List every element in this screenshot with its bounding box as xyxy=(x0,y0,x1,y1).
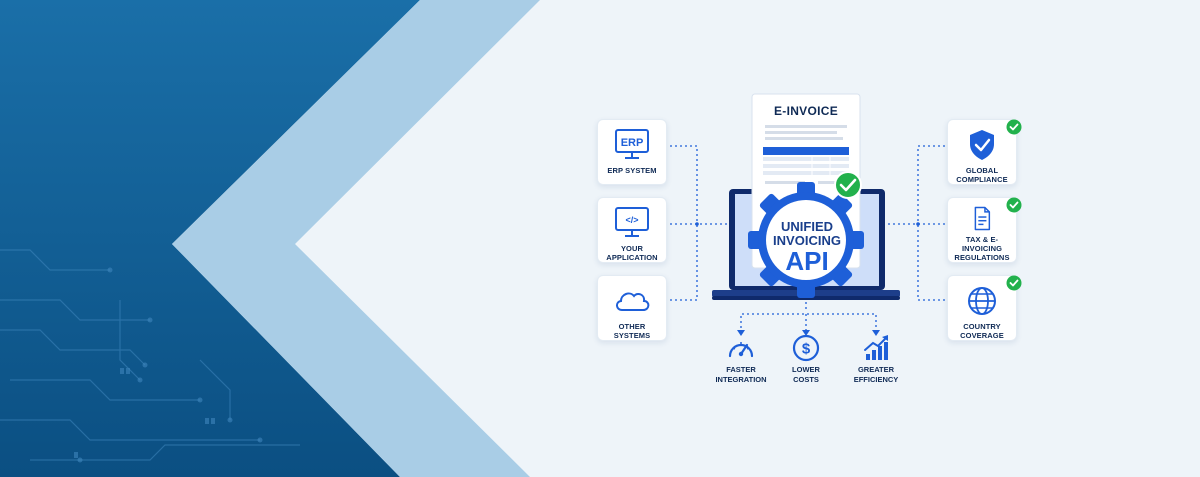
speedometer-icon xyxy=(728,342,754,358)
input-label-erp: ERP SYSTEM xyxy=(607,166,657,175)
input-label-other-line2: SYSTEMS xyxy=(613,331,651,340)
benefit-label-costs-line1: LOWER xyxy=(792,365,820,374)
benefit-label-efficiency-line2: EFFICIENCY xyxy=(853,375,899,384)
api-title-line2: INVOICING xyxy=(773,233,841,248)
check-icon xyxy=(1006,197,1022,213)
input-card-application: </> YOUR APPLICATION xyxy=(597,197,667,263)
api-title-line3: API xyxy=(785,246,829,276)
svg-text:ERP: ERP xyxy=(621,137,644,149)
check-icon xyxy=(1006,119,1022,135)
svg-text:$: $ xyxy=(802,341,811,358)
output-label-regulations-line1: TAX & E-INVOICING xyxy=(961,235,1003,253)
check-icon xyxy=(1006,275,1022,291)
output-card-coverage: COUNTRY COVERAGE xyxy=(947,275,1017,341)
output-label-regulations-line2: REGULATIONS xyxy=(954,253,1010,262)
shield-check-icon xyxy=(970,130,994,160)
output-label-coverage-line1: COUNTRY xyxy=(963,322,1001,331)
output-card-regulations: TAX & E-INVOICING REGULATIONS xyxy=(947,197,1017,263)
benefit-label-faster-line1: FASTER xyxy=(726,365,756,374)
benefit-label-efficiency-line1: GREATER xyxy=(857,365,895,374)
e-invoice-title: E-INVOICE xyxy=(773,104,839,118)
api-title-line1: UNIFIED xyxy=(781,219,833,234)
code-monitor-icon: </> xyxy=(615,207,649,237)
output-label-regulations: TAX & E-INVOICING REGULATIONS xyxy=(948,235,1016,262)
output-label-compliance-line2: COMPLIANCE xyxy=(956,175,1008,184)
light-blue-chevron xyxy=(172,0,540,477)
input-label-application-line1: YOUR xyxy=(620,244,644,253)
erp-monitor-icon: ERP xyxy=(615,129,649,159)
gear xyxy=(748,182,864,298)
benefit-faster-integration: FASTER INTEGRATION xyxy=(706,334,776,385)
benefit-greater-efficiency: GREATER EFFICIENCY xyxy=(841,334,911,385)
cloud-icon xyxy=(616,292,650,311)
input-label-other-line1: OTHER xyxy=(618,322,646,331)
benefit-label-efficiency: GREATER EFFICIENCY xyxy=(854,365,899,385)
output-label-coverage: COUNTRY COVERAGE xyxy=(957,322,1007,340)
input-card-erp: ERP ERP SYSTEM xyxy=(597,119,667,185)
benefit-label-faster: FASTER INTEGRATION xyxy=(715,365,766,385)
dark-blue-panel xyxy=(0,0,420,477)
benefit-label-costs: LOWER COSTS xyxy=(792,365,820,385)
input-label-application: YOUR APPLICATION xyxy=(603,244,660,262)
globe-icon xyxy=(968,287,996,315)
output-card-compliance: GLOBAL COMPLIANCE xyxy=(947,119,1017,185)
output-label-compliance-line1: GLOBAL xyxy=(965,166,999,175)
input-label-other: OTHER SYSTEMS xyxy=(611,322,654,340)
circuit-pattern xyxy=(0,249,300,461)
input-label-application-line2: APPLICATION xyxy=(606,253,658,262)
document-icon xyxy=(974,206,991,231)
input-card-other-systems: OTHER SYSTEMS xyxy=(597,275,667,341)
svg-text:</>: </> xyxy=(625,215,638,225)
dollar-icon: $ xyxy=(792,334,820,362)
benefit-label-faster-line2: INTEGRATION xyxy=(715,375,767,384)
output-label-coverage-line2: COVERAGE xyxy=(960,331,1004,340)
output-label-compliance: GLOBAL COMPLIANCE xyxy=(953,166,1010,184)
growth-chart-icon xyxy=(864,335,888,360)
benefit-label-costs-line2: COSTS xyxy=(793,375,819,384)
invoice-check-icon xyxy=(834,171,862,199)
benefit-lower-costs: $ LOWER COSTS xyxy=(771,334,841,385)
